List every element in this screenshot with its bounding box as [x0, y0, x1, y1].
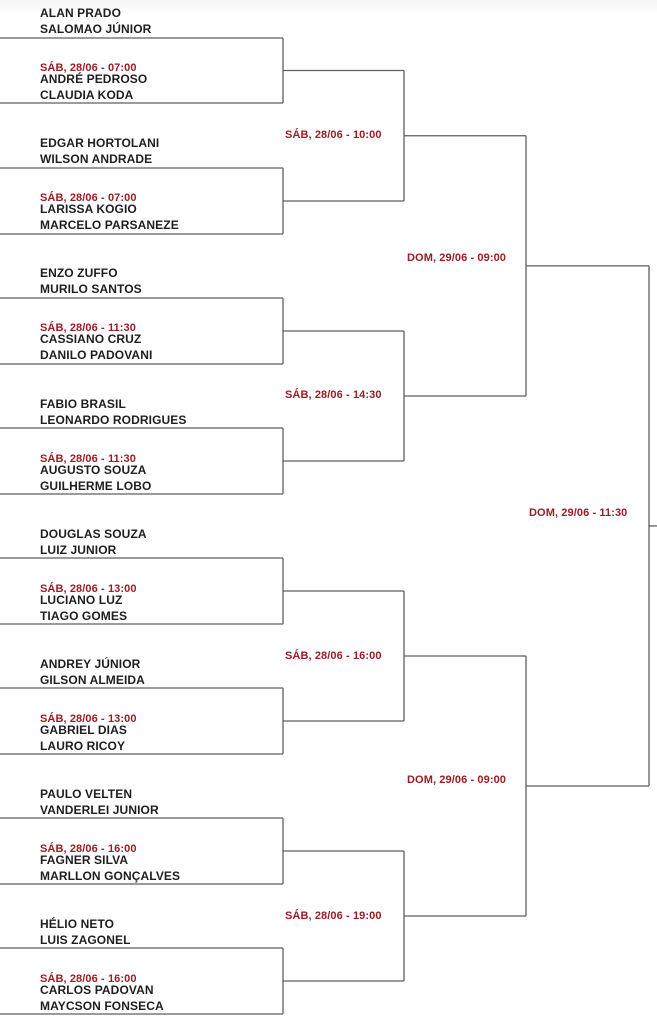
- team-name: ENZO ZUFFO: [40, 266, 118, 280]
- team-name: FABIO BRASIL: [40, 397, 126, 411]
- round2-match-time: SÁB, 28/06 - 19:00: [285, 910, 382, 922]
- team-name: TIAGO GOMES: [40, 609, 128, 623]
- team-name: GUILHERME LOBO: [40, 479, 152, 493]
- team-name: CARLOS PADOVAN: [40, 983, 154, 997]
- round2-match-time: SÁB, 28/06 - 16:00: [285, 650, 382, 662]
- team-name: CASSIANO CRUZ: [40, 332, 142, 346]
- round2-match-time: SÁB, 28/06 - 10:00: [285, 129, 382, 141]
- team-name: ALAN PRADO: [40, 6, 121, 20]
- team-name: EDGAR HORTOLANI: [40, 136, 160, 150]
- match-time: SÁB, 28/06 - 16:00: [40, 973, 137, 985]
- team-name: LEONARDO RODRIGUES: [40, 413, 187, 427]
- semifinal-match-time: DOM, 29/06 - 09:00: [407, 774, 507, 786]
- match-time: SÁB, 28/06 - 13:00: [40, 713, 137, 725]
- match-time: SÁB, 28/06 - 07:00: [40, 192, 137, 204]
- team-name: LUCIANO LUZ: [40, 593, 123, 607]
- team-name: GABRIEL DIAS: [40, 723, 127, 737]
- round2-match-time: SÁB, 28/06 - 14:30: [285, 389, 382, 401]
- final-match-time: DOM, 29/06 - 11:30: [529, 507, 628, 519]
- team-name: MARLLON GONÇALVES: [40, 869, 181, 883]
- team-name: LARISSA KOGIO: [40, 202, 137, 216]
- team-name: GILSON ALMEIDA: [40, 673, 145, 687]
- team-name: LAURO RICOY: [40, 739, 126, 753]
- match-time: SÁB, 28/06 - 16:00: [40, 843, 137, 855]
- team-name: ANDREY JÚNIOR: [40, 657, 141, 671]
- match-time: SÁB, 28/06 - 13:00: [40, 583, 137, 595]
- top-fade: [0, 0, 657, 16]
- match-time: SÁB, 28/06 - 11:30: [40, 453, 136, 465]
- team-name: SALOMAO JÚNIOR: [40, 22, 152, 36]
- match-time: SÁB, 28/06 - 07:00: [40, 62, 137, 74]
- semifinal-match-time: DOM, 29/06 - 09:00: [407, 252, 507, 264]
- team-name: CLAUDIA KODA: [40, 88, 134, 102]
- team-name: PAULO VELTEN: [40, 787, 133, 801]
- team-name: MARCELO PARSANEZE: [40, 218, 179, 232]
- team-name: DOUGLAS SOUZA: [40, 527, 147, 541]
- team-name: MURILO SANTOS: [40, 282, 142, 296]
- team-name: MAYCSON FONSECA: [40, 999, 164, 1013]
- team-name: LUIZ JUNIOR: [40, 543, 117, 557]
- team-name: WILSON ANDRADE: [40, 152, 153, 166]
- team-name: LUIS ZAGONEL: [40, 933, 131, 947]
- team-name: DANILO PADOVANI: [40, 348, 153, 362]
- team-name: HÉLIO NETO: [40, 917, 115, 931]
- team-name: VANDERLEI JUNIOR: [40, 803, 159, 817]
- team-name: AUGUSTO SOUZA: [40, 463, 147, 477]
- match-time: SÁB, 28/06 - 11:30: [40, 322, 136, 334]
- team-name: ANDRÉ PEDROSO: [40, 72, 148, 86]
- team-name: FAGNER SILVA: [40, 853, 129, 867]
